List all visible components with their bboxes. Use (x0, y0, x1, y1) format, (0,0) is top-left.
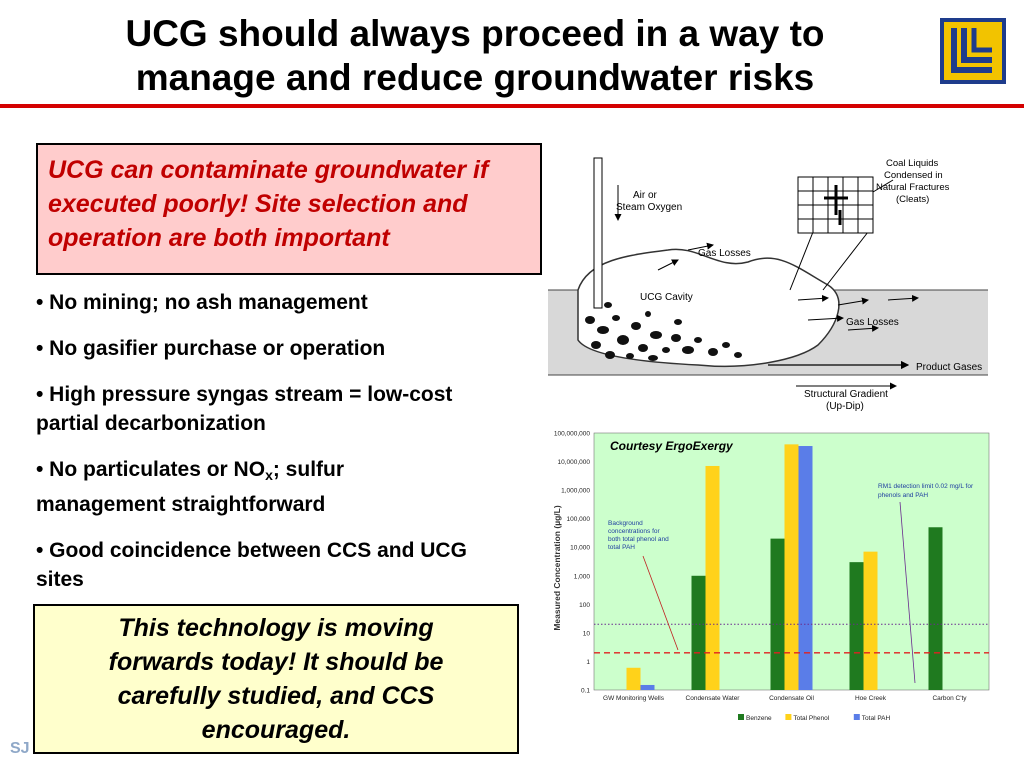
bullet-text: ; sulfur management straightforward (36, 458, 345, 516)
conclusion-box: This technology is moving forwards today… (33, 604, 519, 754)
injection-well (593, 157, 603, 309)
svg-text:total PAH: total PAH (608, 544, 635, 551)
y-tick-label: 1 (586, 659, 590, 666)
concentration-bar-chart: 0.1 1 10 100 1,000 10,000 100,000 1,000,000 10,0… (552, 431, 990, 722)
y-tick-label: 1,000 (574, 573, 591, 580)
product-gases-label: Product Gases (916, 362, 982, 373)
structural-gradient-label: Structural Gradient (804, 389, 888, 400)
x-tick-label: Hoe Creek (855, 695, 887, 702)
svg-text:concentrations for: concentrations for (608, 528, 661, 535)
air-steam-label: Steam Oxygen (616, 202, 682, 213)
bullet-item: • No gasifier purchase or operation (36, 337, 386, 360)
legend-label: Benzene (746, 715, 772, 722)
y-tick-label: 100 (579, 602, 590, 609)
bar-benzene (691, 575, 706, 690)
bar-total-phenol (784, 444, 799, 690)
bullet-text: • No particulates or NO (36, 458, 266, 481)
footer-text: SJ (10, 740, 30, 757)
x-tick-label: GW Monitoring Wells (603, 695, 665, 702)
y-tick-label: 1,000,000 (561, 488, 590, 495)
y-tick-label: 100,000,000 (554, 431, 591, 438)
annotation-arrow (899, 501, 916, 684)
structural-gradient-label: (Up-Dip) (826, 401, 864, 412)
legend-swatch (785, 714, 792, 720)
y-axis-label: Measured Concentration (µg/L) (552, 505, 562, 630)
gas-losses-right-label: Gas Losses (846, 317, 899, 328)
svg-text:RM1 detection limit 0.02 mg/L: RM1 detection limit 0.02 mg/L for (878, 483, 974, 490)
bullet-item: • Good coincidence between CCS and UCG s… (36, 539, 467, 591)
ucg-cavity-label: UCG Cavity (640, 292, 693, 303)
svg-text:both total phenol and: both total phenol and (608, 536, 669, 543)
chart-credit: Courtesy ErgoExergy (610, 439, 734, 453)
legend-label: Total PAH (862, 715, 891, 722)
bar-total-phenol (626, 667, 641, 690)
y-tick-label: 10,000,000 (557, 459, 590, 466)
annotation-detection-limit: RM1 detection limit 0.02 mg/L for phenol… (878, 483, 974, 499)
bullet-item: • No mining; no ash management (36, 291, 368, 314)
bullet-item: • No particulates or NOx; sulfur managem… (36, 455, 476, 519)
x-tick-label: Condensate Water (686, 695, 741, 702)
bar-benzene (770, 538, 785, 690)
air-steam-label: Air or (633, 190, 658, 201)
annotation-background: Background concentrations for both total… (608, 520, 669, 551)
title-rule (0, 104, 1024, 108)
coal-liquids-label: Condensed in (884, 170, 943, 181)
llnl-logo (940, 18, 1006, 84)
ucg-cavity (577, 248, 840, 368)
subscript: x (265, 467, 273, 483)
bar-total-pah (640, 684, 655, 690)
rubble (585, 302, 742, 361)
legend-swatch (738, 714, 744, 720)
ucg-schematic-diagram: Air or Steam Oxygen Gas Losses UCG Cavit… (548, 157, 988, 412)
bar-total-phenol (863, 551, 878, 690)
svg-text:phenols and PAH: phenols and PAH (878, 492, 928, 499)
coal-liquids-label: (Cleats) (896, 194, 929, 205)
legend-label: Total Phenol (793, 715, 829, 722)
bullet-item: • High pressure syngas stream = low-cost… (36, 383, 453, 435)
gas-losses-label: Gas Losses (698, 248, 751, 259)
bar-total-phenol (705, 465, 720, 690)
svg-text:Background: Background (608, 520, 643, 527)
coal-liquids-label: Coal Liquids (886, 158, 939, 169)
y-tick-label: 10,000 (570, 545, 590, 552)
y-tick-label: 10 (583, 630, 591, 637)
y-tick-label: 100,000 (567, 516, 591, 523)
x-tick-label: Carbon C'ty (932, 695, 967, 702)
warning-box: UCG can contaminate groundwater if execu… (36, 143, 542, 275)
coal-liquids-label: Natural Fractures (876, 182, 950, 193)
bar-benzene (849, 562, 864, 690)
bar-benzene (928, 527, 943, 690)
annotation-arrow (642, 555, 679, 651)
title-line-2: manage and reduce groundwater risks (135, 57, 815, 98)
legend-swatch (853, 714, 860, 720)
title-line-1: UCG should always proceed in a way to (125, 13, 825, 54)
y-tick-label: 0.1 (581, 688, 590, 695)
page-title: UCG should always proceed in a way to ma… (60, 12, 890, 100)
bar-total-pah (798, 446, 813, 690)
x-tick-label: Condensate Oil (769, 695, 814, 702)
bullet-list: • No mining; no ash management • No gasi… (36, 288, 476, 611)
